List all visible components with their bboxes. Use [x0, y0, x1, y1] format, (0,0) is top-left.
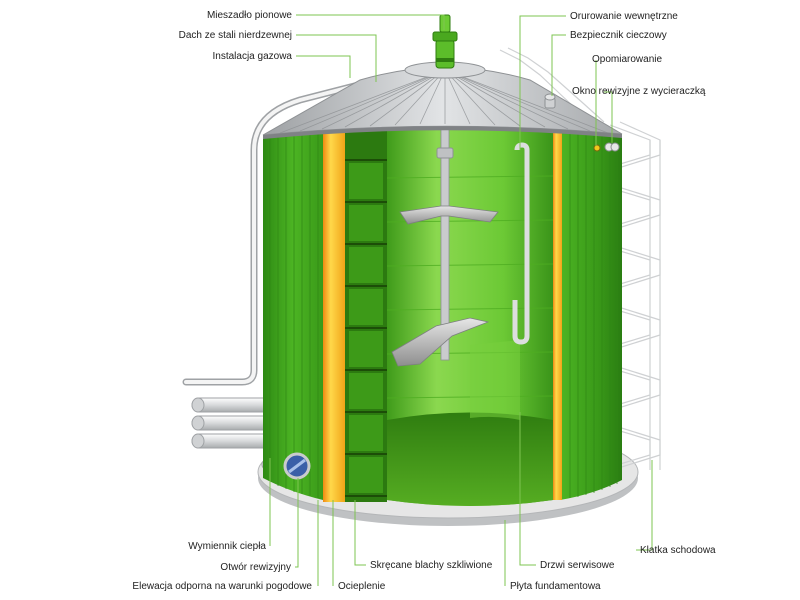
leader-lines	[269, 14, 653, 586]
metering-sensor	[593, 144, 601, 152]
outer-shell	[263, 126, 622, 500]
label-gas: Instalacja gazowa	[213, 51, 293, 62]
label-mixer: Mieszadło pionowe	[207, 10, 292, 21]
label-insulation: Ocieplenie	[338, 581, 386, 592]
label-metering: Opomiarowanie	[592, 54, 662, 65]
label-foundation: Płyta fundamentowa	[510, 581, 601, 592]
mixer-motor	[432, 14, 458, 69]
insulation-layer	[323, 126, 562, 502]
label-heat-exchanger: Wymiennik ciepła	[188, 541, 266, 552]
stainless-roof	[262, 61, 623, 139]
label-internal-piping: Orurowanie wewnętrzne	[570, 11, 678, 22]
callout-labels: Mieszadło pionowe Dach ze stali nierdzew…	[132, 10, 716, 592]
service-door-panel	[470, 340, 520, 420]
label-facade: Elewacja odporna na warunki pogodowe	[132, 581, 312, 592]
vertical-mixer	[391, 29, 499, 367]
inspection-window	[604, 142, 620, 152]
label-stairs: Klatka schodowa	[640, 545, 716, 556]
label-inspection-hole: Otwór rewizyjny	[220, 562, 291, 573]
label-bolted-sheets: Skręcane blachy szkliwione	[370, 560, 493, 571]
label-pressure-relief: Bezpiecznik cieczowy	[570, 30, 667, 41]
label-window: Okno rewizyjne z wycieraczką	[572, 86, 706, 97]
gas-pipe	[182, 78, 374, 386]
inspection-hole	[283, 452, 311, 480]
heat-exchanger-pipes	[191, 397, 285, 470]
label-service-door: Drzwi serwisowe	[540, 560, 615, 571]
inner-wall	[386, 126, 554, 506]
bolted-glazed-sheets	[345, 130, 387, 502]
pressure-relief-valve	[544, 93, 556, 109]
label-roof: Dach ze stali nierdzewnej	[179, 30, 292, 41]
